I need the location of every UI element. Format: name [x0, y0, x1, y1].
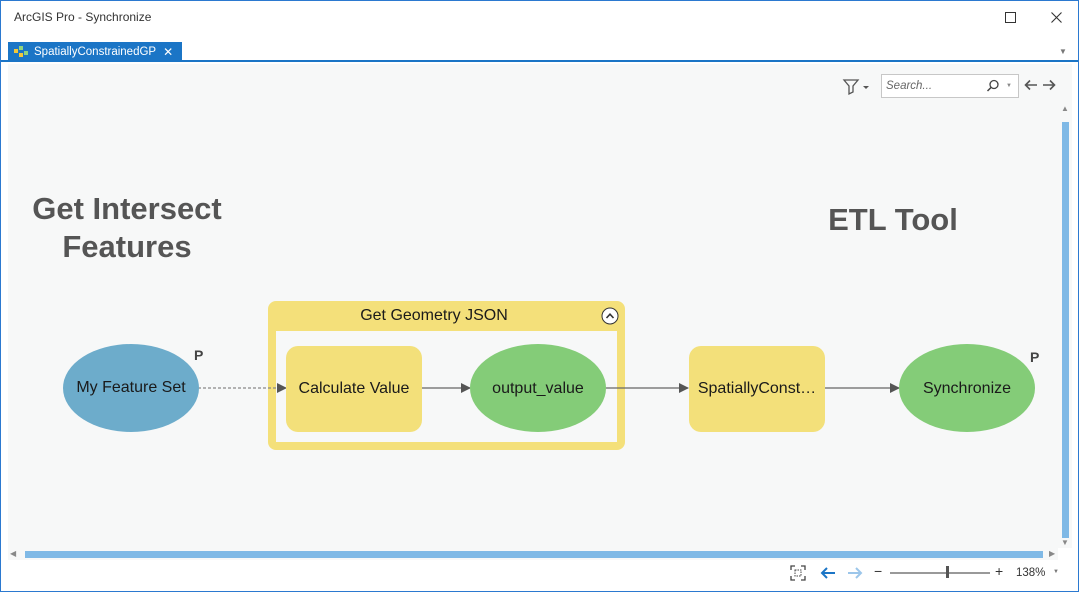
label-etl-tool: ETL Tool — [828, 202, 958, 237]
previous-extent-icon[interactable] — [819, 566, 837, 580]
close-window-button[interactable] — [1033, 1, 1079, 33]
vertical-scroll-thumb[interactable] — [1062, 122, 1069, 538]
collapse-group-icon[interactable] — [601, 307, 619, 325]
tab-strip: SpatiallyConstrainedGP ✕ ▼ — [1, 33, 1078, 62]
node-my-feature-set — [63, 344, 199, 432]
horizontal-scrollbar[interactable]: ◀ ▶ — [8, 548, 1058, 560]
zoom-level[interactable]: 138% — [1016, 567, 1046, 579]
tab-label: SpatiallyConstrainedGP — [34, 46, 157, 58]
node-spatially-constrained — [689, 346, 825, 432]
model-canvas[interactable]: ▼ Get Intersect Features ETL Tool — [8, 64, 1058, 548]
model-diagram — [63, 301, 1035, 450]
window-title: ArcGIS Pro - Synchronize — [14, 10, 152, 24]
search-icon[interactable] — [986, 79, 1000, 93]
status-bar: − + 138% ▼ — [1, 561, 1078, 591]
group-title: Get Geometry JSON — [360, 307, 508, 324]
scroll-right-icon[interactable]: ▶ — [1049, 549, 1056, 558]
model-icon — [13, 45, 29, 59]
filter-icon — [842, 79, 869, 96]
node-output-value — [470, 344, 606, 432]
filter-button[interactable] — [841, 77, 873, 97]
tab-model[interactable]: SpatiallyConstrainedGP ✕ — [8, 42, 182, 62]
next-extent-icon[interactable] — [846, 566, 864, 580]
zoom-out-button[interactable]: − — [874, 563, 883, 579]
node-label-spatially-constrained[interactable]: SpatiallyConst… — [697, 380, 817, 397]
zoom-slider[interactable] — [890, 572, 990, 574]
title-bar: ArcGIS Pro - Synchronize — [1, 1, 1078, 33]
tab-close-icon[interactable]: ✕ — [163, 45, 174, 59]
zoom-slider-thumb[interactable] — [946, 566, 949, 578]
heading-line-1: Get Intersect — [32, 191, 222, 226]
label-get-intersect-features: Get Intersect Features — [16, 190, 238, 266]
search-input[interactable] — [886, 78, 986, 94]
heading-line-2: Features — [62, 229, 192, 264]
tab-list-dropdown-icon[interactable]: ▼ — [1059, 47, 1067, 56]
scroll-down-icon[interactable]: ▼ — [1061, 538, 1069, 547]
fit-to-window-icon[interactable] — [790, 565, 806, 581]
search-box: ▼ — [881, 74, 1019, 98]
back-arrow-icon[interactable] — [1023, 77, 1039, 93]
zoom-dropdown-icon[interactable]: ▼ — [1053, 569, 1059, 575]
horizontal-scroll-thumb[interactable] — [25, 551, 1043, 558]
node-label-output-value[interactable]: output_value — [492, 380, 584, 397]
maximize-icon — [1004, 11, 1016, 23]
node-label-calculate-value[interactable]: Calculate Value — [298, 380, 410, 397]
forward-arrow-icon[interactable] — [1041, 77, 1057, 93]
node-label-synchronize[interactable]: Synchronize — [922, 380, 1012, 397]
parameter-marker-feature-set: P — [194, 347, 204, 363]
vertical-scrollbar[interactable]: ▲ ▼ — [1058, 64, 1072, 548]
search-dropdown-icon[interactable]: ▼ — [1006, 83, 1012, 89]
scroll-up-icon[interactable]: ▲ — [1061, 104, 1069, 113]
node-synchronize — [899, 344, 1035, 432]
close-icon — [1050, 11, 1062, 23]
parameter-marker-synchronize: P — [1030, 349, 1040, 365]
node-calculate-value — [286, 346, 422, 432]
maximize-button[interactable] — [987, 1, 1033, 33]
zoom-in-button[interactable]: + — [995, 563, 1004, 579]
scroll-left-icon[interactable]: ◀ — [10, 549, 17, 558]
node-label-my-feature-set[interactable]: My Feature Set — [76, 379, 186, 396]
